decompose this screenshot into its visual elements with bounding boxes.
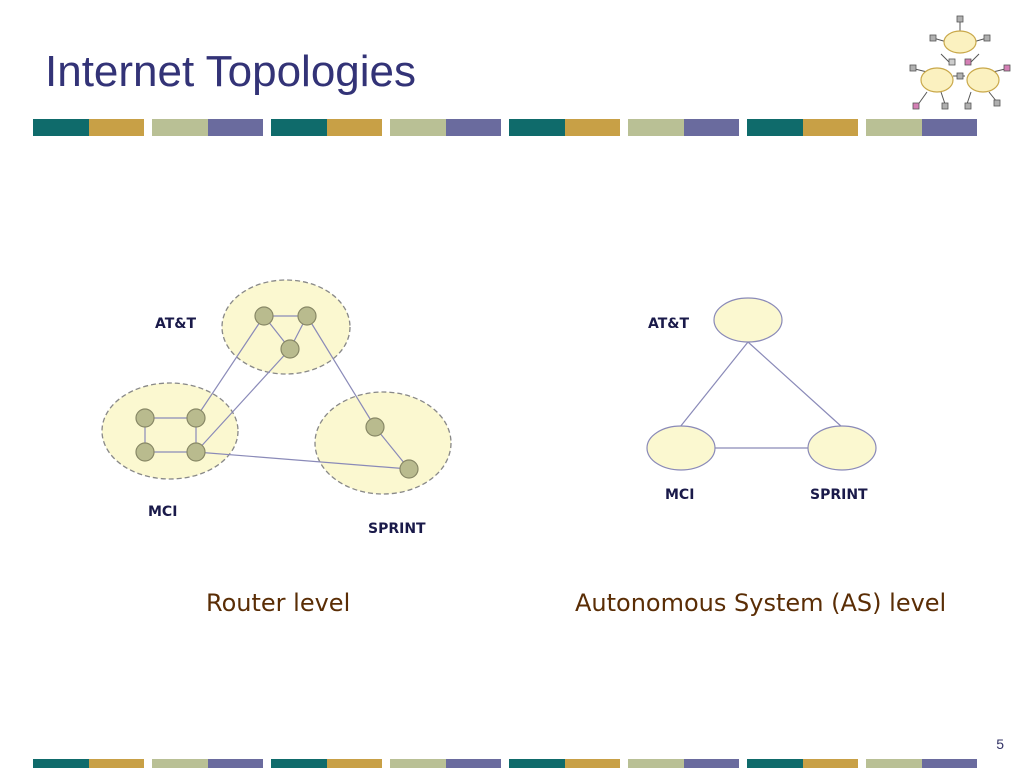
router-level-caption: Router level bbox=[206, 589, 351, 617]
stripe-segment bbox=[628, 119, 739, 136]
stripe-segment bbox=[628, 759, 739, 768]
router-node bbox=[297, 306, 317, 326]
router-label-mci: MCI bbox=[148, 504, 177, 520]
router-node bbox=[280, 339, 300, 359]
stripe-segment bbox=[271, 759, 382, 768]
mci-network-cloud bbox=[101, 382, 239, 480]
as-node-att bbox=[713, 297, 783, 343]
stripe-segment bbox=[390, 759, 501, 768]
sprint-network-cloud bbox=[314, 391, 452, 495]
as-node-mci bbox=[646, 425, 716, 471]
stripe-segment bbox=[33, 119, 144, 136]
routers bbox=[135, 306, 419, 479]
att-network-cloud bbox=[221, 279, 351, 375]
as-links bbox=[679, 341, 843, 449]
stripe-segment bbox=[33, 759, 144, 768]
router-links bbox=[144, 315, 410, 470]
stripe-segment bbox=[866, 759, 977, 768]
router-node bbox=[365, 417, 385, 437]
as-label-att: AT&T bbox=[648, 316, 690, 332]
stripe-segment bbox=[509, 119, 620, 136]
stripe-segment bbox=[866, 119, 977, 136]
stripe-segment bbox=[747, 759, 858, 768]
router-node bbox=[399, 459, 419, 479]
bottom-stripe-bar bbox=[33, 759, 983, 768]
as-label-mci: MCI bbox=[665, 487, 694, 503]
router-node bbox=[186, 408, 206, 428]
stripe-segment bbox=[152, 759, 263, 768]
router-label-att: AT&T bbox=[155, 316, 197, 332]
router-node bbox=[186, 442, 206, 462]
stripe-segment bbox=[271, 119, 382, 136]
page-number: 5 bbox=[996, 736, 1004, 752]
router-node bbox=[135, 408, 155, 428]
router-label-sprint: SPRINT bbox=[368, 521, 426, 537]
top-stripe-bar bbox=[33, 119, 983, 136]
as-node-sprint bbox=[807, 425, 877, 471]
network-logo-icon bbox=[909, 15, 1011, 110]
stripe-segment bbox=[390, 119, 501, 136]
stripe-segment bbox=[152, 119, 263, 136]
as-level-caption: Autonomous System (AS) level bbox=[575, 589, 947, 617]
stripe-segment bbox=[747, 119, 858, 136]
stripe-segment bbox=[509, 759, 620, 768]
slide-title: Internet Topologies bbox=[45, 47, 417, 96]
as-nodes bbox=[646, 297, 877, 471]
as-label-sprint: SPRINT bbox=[810, 487, 868, 503]
router-node bbox=[135, 442, 155, 462]
router-node bbox=[254, 306, 274, 326]
